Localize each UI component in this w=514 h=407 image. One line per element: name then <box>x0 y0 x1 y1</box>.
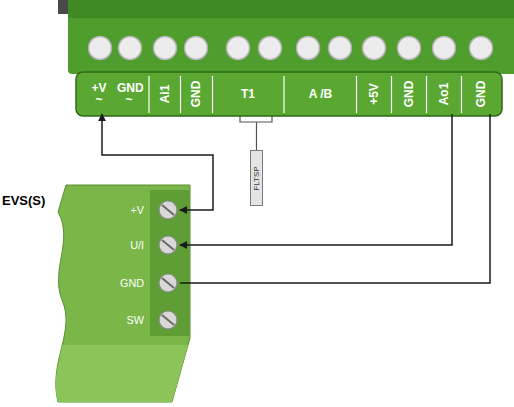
evs-module-box: EVS(S) +V U/I GND SW <box>0 185 190 402</box>
terminal-name: GND <box>190 81 202 108</box>
screw-slot <box>162 278 174 288</box>
terminal-label: A /B <box>285 74 356 114</box>
screw <box>154 37 177 60</box>
terminal-label: +V ~GND ~ <box>80 74 148 114</box>
divider <box>212 76 213 113</box>
screw-head <box>259 37 282 60</box>
terminal-name: U/I <box>100 230 180 260</box>
terminal-name: T1 <box>241 88 255 100</box>
divider <box>426 76 427 113</box>
screw-head <box>227 37 250 60</box>
screw <box>259 37 282 60</box>
screw <box>159 236 177 254</box>
module-terminal: SW <box>100 305 180 335</box>
terminal-body <box>68 0 514 74</box>
module-terminal: U/I <box>100 230 180 260</box>
screw-head <box>329 37 352 60</box>
wire <box>180 114 452 245</box>
screw <box>329 37 352 60</box>
terminal-label: T1 <box>213 74 283 114</box>
screw-head <box>154 37 177 60</box>
divider <box>283 76 284 113</box>
screw <box>89 37 112 60</box>
screw <box>227 37 250 60</box>
terminal-name: Ai1 <box>159 85 171 104</box>
controller-terminal-block <box>58 0 514 116</box>
screw-slot <box>162 315 174 325</box>
screw <box>159 274 177 292</box>
screw <box>398 37 421 60</box>
module-terminal: GND <box>100 268 180 298</box>
screw-head <box>433 37 456 60</box>
screw <box>119 37 142 60</box>
screw <box>159 311 177 329</box>
terminal-name: GND <box>403 81 415 108</box>
screw <box>297 37 320 60</box>
terminal-name: GND ~ <box>117 82 141 106</box>
screw-head <box>159 201 177 219</box>
screw-head <box>470 37 493 60</box>
terminal-name: +V <box>100 195 180 225</box>
screw <box>363 37 386 60</box>
terminal-label: GND <box>392 74 426 114</box>
screw-head <box>159 236 177 254</box>
wire <box>102 114 213 210</box>
terminal-top <box>68 0 514 18</box>
sensor-name: FLTSP <box>252 166 261 190</box>
terminal-label: Ai1 <box>150 74 180 114</box>
module-title: EVS(S) <box>2 193 45 208</box>
screw-head <box>363 37 386 60</box>
screw-head <box>159 274 177 292</box>
terminal-name: +5V <box>368 83 380 105</box>
terminal-column <box>150 190 190 336</box>
divider <box>180 76 181 113</box>
sensor-lead <box>240 115 272 122</box>
terminal-label: GND <box>181 74 212 114</box>
module-base <box>56 345 188 402</box>
sensor-lead <box>256 122 257 150</box>
screw <box>433 37 456 60</box>
screw-column <box>159 201 177 329</box>
evs-module <box>56 185 190 402</box>
screw-slot <box>162 205 174 215</box>
terminal-label: +5V <box>357 74 391 114</box>
module-terminal: +V <box>100 195 180 225</box>
label-strip <box>76 72 502 116</box>
divider <box>461 76 462 113</box>
screw <box>159 201 177 219</box>
terminal-name: GND <box>100 268 180 298</box>
screw <box>185 37 208 60</box>
label-dividers <box>149 76 462 113</box>
screw-head <box>297 37 320 60</box>
terminal-name: GND <box>475 81 487 108</box>
terminal-name: SW <box>100 305 180 335</box>
sensor-leads <box>240 115 272 122</box>
screw-head <box>159 311 177 329</box>
divider <box>356 76 357 113</box>
screw-head <box>89 37 112 60</box>
module-body <box>56 185 190 402</box>
divider <box>391 76 392 113</box>
terminal-name: Ao1 <box>438 83 450 106</box>
terminal-label: GND <box>462 74 500 114</box>
divider <box>148 76 149 113</box>
screw-head <box>398 37 421 60</box>
screw <box>470 37 493 60</box>
terminal-name: +V ~ <box>87 82 111 106</box>
terminal-name: A /B <box>309 88 333 100</box>
screw-head <box>119 37 142 60</box>
wire <box>180 114 490 283</box>
sensor-probe: FLTSP <box>250 150 263 206</box>
screw-slot <box>162 240 174 250</box>
screw-row <box>89 37 493 60</box>
screw-head <box>185 37 208 60</box>
terminal-label: Ao1 <box>427 74 461 114</box>
